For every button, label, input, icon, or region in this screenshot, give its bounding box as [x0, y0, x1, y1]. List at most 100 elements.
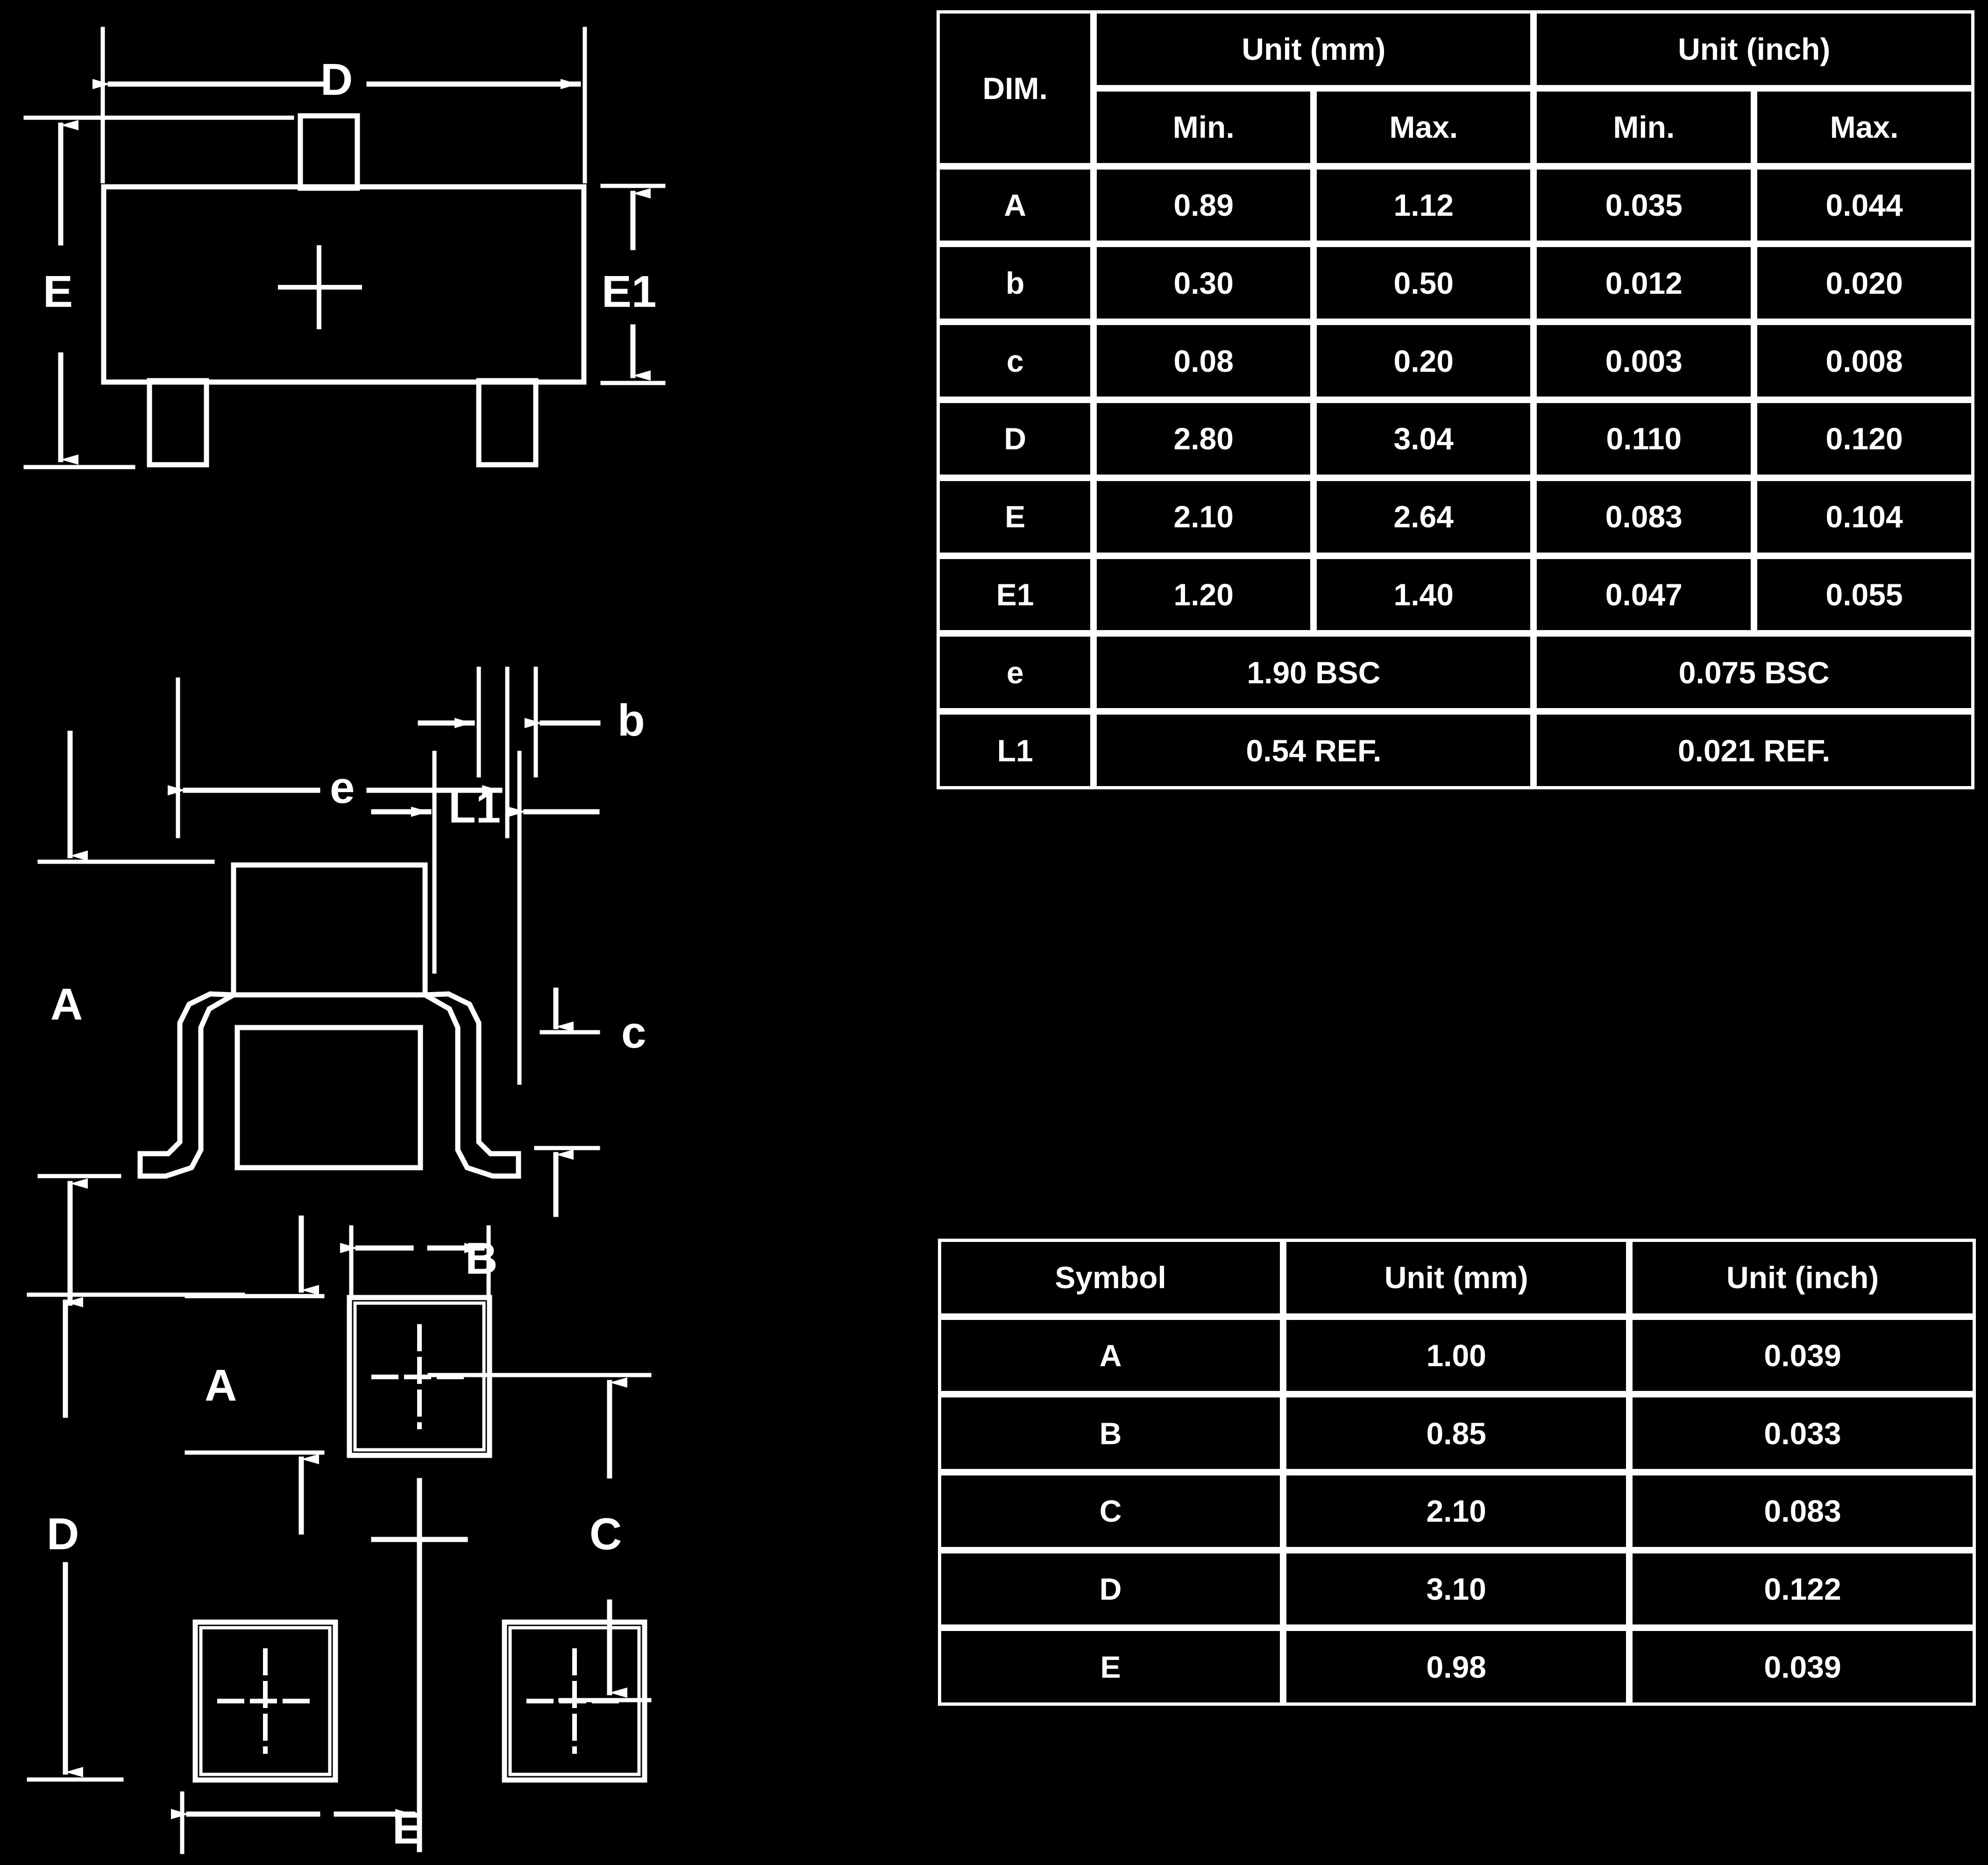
cell-mm: 0.85 [1283, 1394, 1630, 1472]
cell-mm-min: 2.80 [1093, 399, 1314, 478]
table-row: c 0.08 0.20 0.003 0.008 [937, 322, 1974, 400]
cell-dim: c [937, 322, 1094, 400]
table-row: E 2.10 2.64 0.083 0.104 [937, 477, 1974, 556]
cell-inch: 0.033 [1629, 1394, 1976, 1472]
header-unit-mm: Unit (mm) [1283, 1239, 1630, 1317]
header-mm-max: Max. [1314, 88, 1534, 166]
cell-inch-span: 0.075 BSC [1534, 633, 1974, 712]
cell-mm-max: 0.50 [1314, 244, 1534, 322]
cell-dim: E1 [937, 555, 1094, 634]
table-row: A 1.00 0.039 [938, 1316, 1976, 1395]
cell-mm-max: 2.64 [1314, 477, 1534, 556]
cell-dim: e [937, 633, 1094, 712]
cell-mm-min: 0.30 [1093, 244, 1314, 322]
cell-dim: D [937, 399, 1094, 478]
side-view-upper-body [231, 862, 428, 998]
top-view-lead-2 [476, 378, 539, 468]
cell-mm-min: 1.20 [1093, 555, 1314, 634]
header-unit-inch: Unit (inch) [1534, 10, 1974, 88]
cell-inch: 0.039 [1629, 1628, 1976, 1706]
cell-mm-min: 2.10 [1093, 477, 1314, 556]
label-side-view-A: A [50, 979, 83, 1029]
cell-inch-min: 0.012 [1534, 244, 1754, 322]
table-row: L1 0.54 REF. 0.021 REF. [937, 711, 1974, 789]
label-side-view-c: c [621, 1007, 646, 1057]
cell-inch: 0.039 [1629, 1316, 1976, 1395]
cell-mm-max: 1.40 [1314, 555, 1534, 634]
cell-mm-max: 3.04 [1314, 399, 1534, 478]
header-unit-inch: Unit (inch) [1629, 1239, 1976, 1317]
cell-inch-span: 0.021 REF. [1534, 711, 1974, 789]
cell-dim: E [937, 477, 1094, 556]
cell-mm-max: 0.20 [1314, 322, 1534, 400]
label-footprint-B: B [465, 1234, 498, 1284]
cell-mm-span: 1.90 BSC [1093, 633, 1534, 712]
cell-inch-max: 0.104 [1754, 477, 1974, 556]
cell-mm: 2.10 [1283, 1472, 1630, 1550]
cell-dim: b [937, 244, 1094, 322]
cell-symbol: A [938, 1316, 1284, 1395]
header-inch-min: Min. [1534, 88, 1754, 166]
label-side-view-L1: L1 [448, 782, 501, 832]
top-view-lead-3 [298, 113, 360, 191]
cell-inch: 0.083 [1629, 1472, 1976, 1550]
table-row: E1 1.20 1.40 0.047 0.055 [937, 555, 1974, 634]
label-top-view-E1: E1 [602, 267, 657, 317]
header-mm-min: Min. [1093, 88, 1314, 166]
side-view-lead-right [416, 991, 521, 1179]
cell-mm-min: 0.89 [1093, 166, 1314, 244]
label-footprint-A: A [205, 1361, 237, 1411]
footprint-axis-crosshair [371, 1478, 468, 1600]
label-footprint-C: C [589, 1509, 622, 1559]
table-header-row: Symbol Unit (mm) Unit (inch) [938, 1239, 1976, 1317]
cell-inch-min: 0.110 [1534, 399, 1754, 478]
cell-mm: 3.10 [1283, 1550, 1630, 1628]
cell-mm-max: 1.12 [1314, 166, 1534, 244]
footprint-dimensions-table: Symbol Unit (mm) Unit (inch) A 1.00 0.03… [938, 1239, 1976, 1706]
cell-inch-max: 0.044 [1754, 166, 1974, 244]
cell-dim: L1 [937, 711, 1094, 789]
cell-inch-min: 0.047 [1534, 555, 1754, 634]
table-row: E 0.98 0.039 [938, 1628, 1976, 1706]
cell-mm: 1.00 [1283, 1316, 1630, 1395]
header-unit-mm: Unit (mm) [1093, 10, 1534, 88]
label-top-view-b: b [618, 695, 645, 745]
table-row: D 3.10 0.122 [938, 1550, 1976, 1628]
label-footprint-D: D [47, 1509, 79, 1559]
cell-inch-max: 0.020 [1754, 244, 1974, 322]
cell-symbol: D [938, 1550, 1284, 1628]
table-row: B 0.85 0.033 [938, 1394, 1976, 1472]
cell-mm-min: 0.08 [1093, 322, 1314, 400]
cell-inch-max: 0.055 [1754, 555, 1974, 634]
top-view-center-mark [278, 245, 362, 329]
label-top-view-e: e [330, 763, 355, 813]
header-symbol: Symbol [938, 1239, 1284, 1317]
label-top-view-D: D [320, 55, 353, 105]
table-row: D 2.80 3.04 0.110 0.120 [937, 399, 1974, 478]
table-header-row-2: Min. Max. Min. Max. [937, 88, 1974, 166]
table-row: b 0.30 0.50 0.012 0.020 [937, 244, 1974, 322]
footprint-pad-bottom-left [192, 1619, 338, 1783]
top-view-body [101, 184, 587, 385]
cell-inch-max: 0.120 [1754, 399, 1974, 478]
side-view-lower-body [234, 1025, 423, 1170]
cell-inch-min: 0.035 [1534, 166, 1754, 244]
table-row: A 0.89 1.12 0.035 0.044 [937, 166, 1974, 244]
cell-symbol: E [938, 1628, 1284, 1706]
side-view-lead-left [137, 991, 243, 1179]
table-row: C 2.10 0.083 [938, 1472, 1976, 1550]
cell-inch-min: 0.083 [1534, 477, 1754, 556]
header-dim: DIM. [937, 10, 1094, 166]
cell-symbol: C [938, 1472, 1284, 1550]
package-dimensions-table: DIM. Unit (mm) Unit (inch) Min. Max. Min… [937, 10, 1974, 789]
cell-inch-max: 0.008 [1754, 322, 1974, 400]
cell-inch: 0.122 [1629, 1550, 1976, 1628]
cell-mm-span: 0.54 REF. [1093, 711, 1534, 789]
table-header-row-1: DIM. Unit (mm) Unit (inch) [937, 10, 1974, 166]
label-footprint-E: E [392, 1803, 423, 1853]
cell-dim: A [937, 166, 1094, 244]
label-top-view-E: E [43, 267, 73, 317]
top-view-lead-1 [147, 378, 209, 468]
